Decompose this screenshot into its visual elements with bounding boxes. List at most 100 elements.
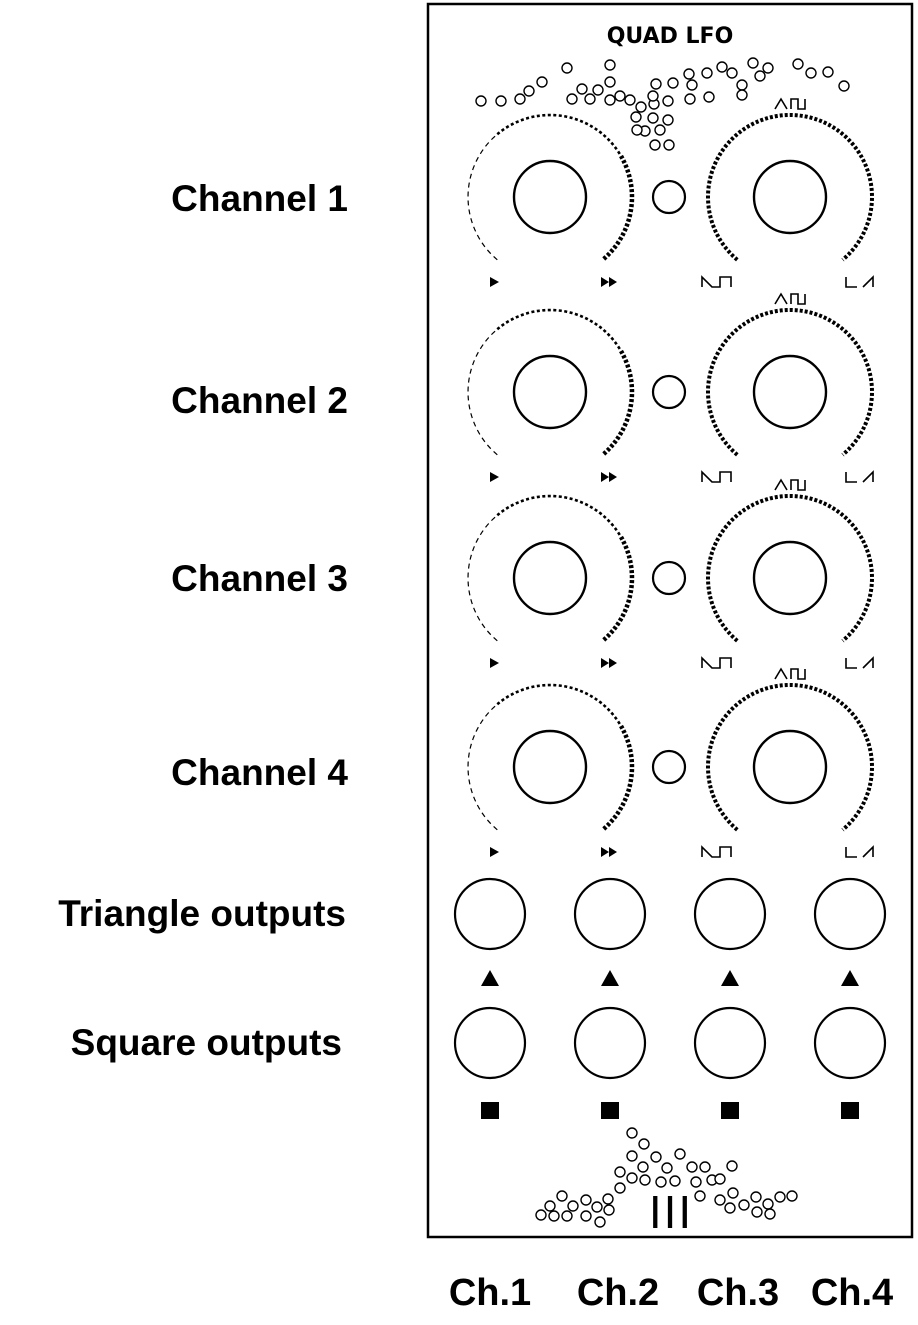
dot — [647, 90, 659, 102]
dot — [703, 91, 715, 103]
dot — [561, 62, 573, 74]
square-icon — [601, 1102, 619, 1119]
waveform-icon — [845, 470, 874, 483]
dot — [580, 1210, 592, 1222]
dot — [661, 1162, 673, 1174]
rate-knob[interactable] — [512, 540, 588, 616]
shape-knob[interactable] — [752, 540, 828, 616]
rate-scale-arc — [496, 308, 623, 352]
dot — [614, 1182, 626, 1194]
dot — [631, 124, 643, 136]
decorative-dots-top — [475, 57, 850, 151]
triangle-icon — [601, 970, 619, 986]
dot — [626, 1127, 638, 1139]
square-output-jack-4[interactable] — [813, 1006, 887, 1080]
dot — [592, 84, 604, 96]
dot — [604, 76, 616, 88]
dot — [754, 70, 766, 82]
rate-scale-arc — [601, 724, 635, 832]
fast-forward-icon — [601, 472, 617, 482]
triangle-output-jack-1[interactable] — [453, 877, 527, 951]
fast-forward-icon — [601, 658, 617, 668]
dot — [838, 80, 850, 92]
rate-scale-arc — [496, 113, 623, 157]
dot — [727, 1187, 739, 1199]
square-output-jack-2[interactable] — [573, 1006, 647, 1080]
square-outputs-label: Square outputs — [70, 1022, 342, 1063]
dot — [614, 1166, 626, 1178]
dot — [686, 79, 698, 91]
channel-4-label: Channel 4 — [171, 752, 348, 793]
rate-knob[interactable] — [512, 729, 588, 805]
column-label-ch1: Ch.1 — [448, 1272, 532, 1314]
square-output-jack-3[interactable] — [693, 1006, 767, 1080]
dot — [738, 1199, 750, 1211]
dot — [654, 124, 666, 136]
dot — [624, 94, 636, 106]
rate-scale-arc — [496, 494, 623, 538]
channel-led — [651, 560, 687, 596]
dot — [602, 1193, 614, 1205]
triangle-output-jack-3[interactable] — [693, 877, 767, 951]
dot — [699, 1161, 711, 1173]
dot — [805, 67, 817, 79]
dot — [690, 1176, 702, 1188]
channel-1-label: Channel 1 — [171, 178, 348, 219]
channel-led — [651, 749, 687, 785]
dot — [614, 90, 626, 102]
dot — [662, 95, 674, 107]
dot — [604, 59, 616, 71]
channel-2-section — [467, 292, 874, 483]
dot — [822, 66, 834, 78]
triangle-output-jack-2[interactable] — [573, 877, 647, 951]
dot — [751, 1206, 763, 1218]
triangle-output-jack-4[interactable] — [813, 877, 887, 951]
dot — [667, 77, 679, 89]
dot — [655, 1176, 667, 1188]
shape-knob[interactable] — [752, 729, 828, 805]
dot — [637, 1161, 649, 1173]
waveform-icon — [774, 667, 806, 680]
dot — [591, 1201, 603, 1213]
waveform-icon — [701, 845, 732, 858]
fast-forward-icon — [601, 847, 617, 857]
waveform-icon — [701, 656, 732, 669]
dot — [684, 93, 696, 105]
rate-scale-arc — [601, 349, 635, 457]
dot — [792, 58, 804, 70]
shape-knob[interactable] — [752, 354, 828, 430]
rate-knob[interactable] — [512, 354, 588, 430]
dot — [747, 57, 759, 69]
play-icon — [490, 472, 499, 482]
logo-text: III — [649, 1186, 693, 1238]
square-icon — [841, 1102, 859, 1119]
rate-knob[interactable] — [512, 159, 588, 235]
play-icon — [490, 658, 499, 668]
waveform-icon — [774, 292, 806, 305]
column-label-ch4: Ch.4 — [810, 1272, 894, 1314]
dot — [604, 94, 616, 106]
shape-knob[interactable] — [752, 159, 828, 235]
dot — [475, 95, 487, 107]
rate-scale-arc — [467, 703, 498, 831]
square-output-jack-1[interactable] — [453, 1006, 527, 1080]
dot — [736, 79, 748, 91]
square-icon — [721, 1102, 739, 1119]
rate-scale-arc — [467, 514, 498, 642]
dot — [662, 114, 674, 126]
dot — [523, 85, 535, 97]
dot — [714, 1194, 726, 1206]
waveform-icon — [845, 275, 874, 288]
dot — [556, 1190, 568, 1202]
dot — [650, 1151, 662, 1163]
dot — [701, 67, 713, 79]
triangle-icon — [481, 970, 499, 986]
channel-2-label: Channel 2 — [171, 380, 348, 421]
dot — [639, 1174, 651, 1186]
triangle-icon — [721, 970, 739, 986]
rate-scale-arc — [467, 133, 498, 261]
dot — [576, 83, 588, 95]
dot — [580, 1194, 592, 1206]
dot — [536, 76, 548, 88]
